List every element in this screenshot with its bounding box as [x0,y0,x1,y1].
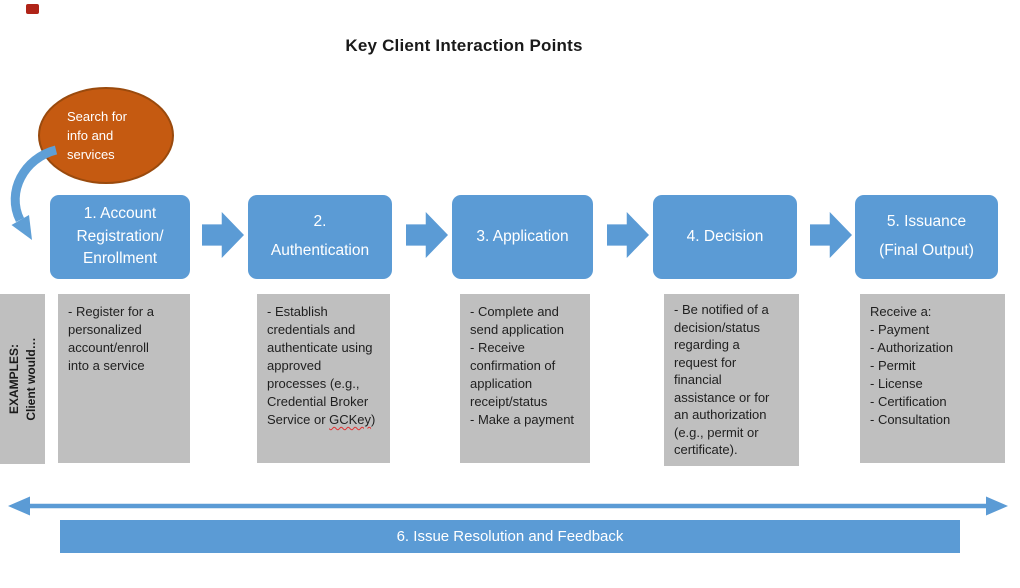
step-box-issuance: 5. Issuance (Final Output) [855,195,998,279]
example-box-authentication: - Establish credentials and authenticate… [257,294,390,463]
example-box-application: - Complete and send application - Receiv… [460,294,590,463]
flow-arrow-icon [607,212,649,258]
feedback-double-arrow-icon [8,496,1008,516]
example-box-decision: - Be notified of a decision/status regar… [664,294,799,466]
examples-side-label-box: EXAMPLES: Client would… [0,294,45,464]
step-box-decision: 4. Decision [653,195,797,279]
search-bubble: Search for info and services [38,87,174,184]
search-bubble-label: Search for info and services [67,109,127,162]
gckey-misspelled-text: GCKey [329,412,372,427]
step-box-application: 3. Application [452,195,593,279]
examples-side-label: EXAMPLES: Client would… [6,337,38,421]
step-box-authentication: 2. Authentication [248,195,392,279]
flow-arrow-icon [406,212,448,258]
example-authentication-text-end: ) [371,412,376,427]
example-box-registration: - Register for a personalized account/en… [58,294,190,463]
example-authentication-text: - Establish credentials and authenticate… [267,304,373,427]
flow-arrow-icon [202,212,244,258]
page-title: Key Client Interaction Points [345,36,583,55]
issue-resolution-bar: 6. Issue Resolution and Feedback [60,520,960,553]
flow-arrow-icon [810,212,852,258]
step-box-account-registration: 1. Account Registration/ Enrollment [50,195,190,279]
example-box-issuance: Receive a: - Payment - Authorization - P… [860,294,1005,463]
red-marker-icon [26,4,39,14]
curved-arrow-icon [10,145,58,240]
